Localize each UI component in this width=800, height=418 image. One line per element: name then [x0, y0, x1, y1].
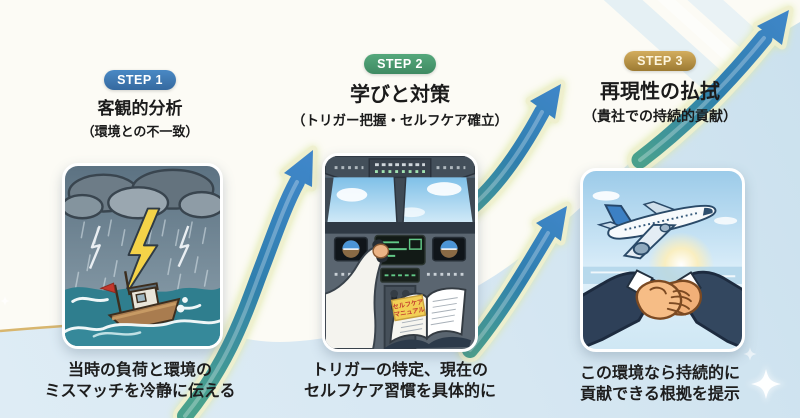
step3-caption-line1: この環境なら持続的に	[579, 365, 740, 382]
storm-clouds	[65, 168, 220, 220]
step1-header: STEP 1 客観的分析 （環境との不一致）	[30, 70, 250, 140]
lightning-icon	[88, 207, 190, 301]
growth-arrow-4	[627, 5, 794, 173]
step3-caption: この環境なら持続的に 貢献できる根拠を提示	[540, 363, 780, 405]
step3-header: STEP 3 再現性の払拭 （貴社での持続的貢献）	[550, 51, 770, 126]
step1-subtitle: （環境との不一致）	[81, 124, 199, 139]
selfcare-manual-book: セルフケア マニュアル	[384, 287, 472, 349]
step3-subtitle: （貴社での持続的貢献）	[583, 108, 737, 124]
step2-badge: STEP 2	[364, 54, 436, 74]
step1-caption-line2: ミスマッチを冷静に伝える	[44, 383, 236, 400]
handshake-hands	[583, 269, 742, 349]
step1-title: 客観的分析	[97, 99, 183, 118]
step2-caption: トリガーの特定、現在の セルフケア習慣を具体的に	[280, 360, 520, 402]
step3-badge: STEP 3	[624, 51, 696, 71]
step3-title: 再現性の払拭	[600, 81, 720, 103]
growth-arrow-1	[173, 145, 318, 418]
storm-boat-illustration	[62, 163, 223, 349]
sparkle-icon	[746, 364, 786, 404]
airplane	[596, 201, 717, 260]
front-waves	[65, 319, 220, 346]
step2-subtitle: （トリガー把握・セルフケア確立）	[292, 113, 508, 128]
handshake-illustration	[580, 168, 745, 352]
step1-caption-line1: 当時の負荷と環境の	[67, 362, 212, 379]
sparkle-icon-small	[743, 347, 757, 361]
pilot-arm	[325, 239, 390, 349]
step3-caption-line2: 貢献できる根拠を提示	[580, 386, 740, 403]
growth-arrow-3	[458, 201, 572, 362]
step2-caption-line2: セルフケア習慣を具体的に	[303, 383, 496, 400]
step2-header: STEP 2 学びと対策 （トリガー把握・セルフケア確立）	[290, 54, 510, 129]
step2-caption-line1: トリガーの特定、現在の	[311, 362, 488, 379]
cockpit-windshield	[325, 176, 475, 227]
instrument-panel	[325, 221, 475, 283]
step1-badge: STEP 1	[104, 70, 176, 90]
step2-title: 学びと対策	[350, 84, 450, 106]
sparkle-icon-tiny	[0, 296, 10, 306]
cockpit-illustration: セルフケア マニュアル	[322, 153, 478, 352]
step1-caption: 当時の負荷と環境の ミスマッチを冷静に伝える	[20, 360, 260, 402]
manual-sticky-note: セルフケア マニュアル	[390, 294, 427, 322]
